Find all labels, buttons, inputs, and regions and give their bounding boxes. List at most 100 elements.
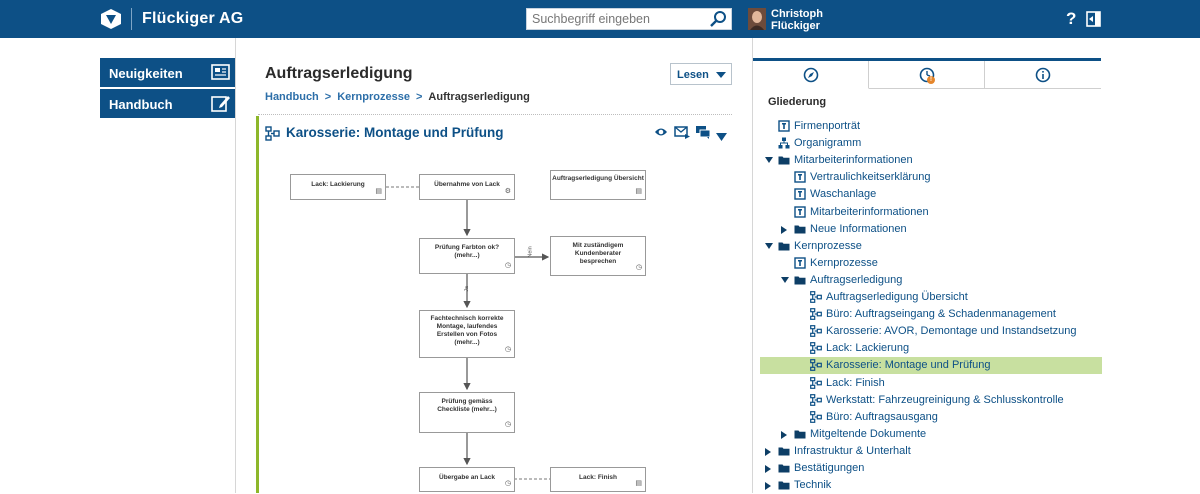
- user-name[interactable]: Christoph Flückiger: [771, 8, 823, 32]
- tree-item[interactable]: Technik: [760, 477, 1102, 494]
- help-icon[interactable]: ?: [1066, 9, 1077, 28]
- breadcrumb-handbuch[interactable]: Handbuch: [265, 91, 319, 103]
- chevron-down-icon[interactable]: [716, 128, 727, 146]
- tab-navigation[interactable]: [753, 61, 869, 89]
- diagram-box-pruefung[interactable]: Prüfung Farbton ok? (mehr...) ◷: [419, 238, 515, 274]
- diagram-box-text: Fachtechnisch korrekte Montage, laufende…: [430, 315, 504, 346]
- tree-item-label: Büro: Auftragseingang & Schadenmanagemen…: [826, 308, 1056, 321]
- tree-item[interactable]: Neue Informationen: [760, 221, 1102, 238]
- top-header: Flückiger AG Christoph Flückiger ?: [0, 0, 1200, 38]
- tree-item[interactable]: Organigramm: [760, 135, 1102, 152]
- gear-icon: ⚙: [504, 188, 511, 195]
- tree-item[interactable]: Kernprozesse: [760, 238, 1102, 255]
- search-box: [526, 8, 732, 30]
- search-input[interactable]: [532, 11, 702, 27]
- nav-handbuch[interactable]: Handbuch: [100, 89, 235, 118]
- process-icon: [810, 376, 822, 389]
- caret-down-icon[interactable]: [765, 157, 773, 164]
- tree-item[interactable]: Auftragserledigung: [760, 272, 1102, 289]
- process-icon: [810, 325, 822, 338]
- diagram-box-lack-finish[interactable]: Lack: Finish ▤: [550, 467, 646, 492]
- tree-item[interactable]: Lack: Finish: [760, 375, 1102, 392]
- header-divider: [131, 8, 132, 30]
- tree-item[interactable]: Bestätigungen: [760, 460, 1102, 477]
- tree-item[interactable]: Waschanlage: [760, 186, 1102, 203]
- tree-item[interactable]: Kernprozesse: [760, 255, 1102, 272]
- process-icon: [810, 359, 822, 372]
- tree-item[interactable]: Vertraulichkeitserklärung: [760, 169, 1102, 186]
- user-first-name: Christoph: [771, 8, 823, 20]
- caret-down-icon[interactable]: [781, 276, 789, 283]
- section-title: Gliederung: [768, 96, 827, 108]
- nav-divider: [235, 38, 236, 493]
- tree-item-label: Kernprozesse: [810, 256, 878, 269]
- tree-item-label: Lack: Lackierung: [826, 342, 910, 355]
- tree-item[interactable]: Mitarbeiterinformationen: [760, 152, 1102, 169]
- comments-icon[interactable]: [695, 125, 711, 144]
- tree-item-label: Lack: Finish: [826, 376, 885, 389]
- tree-item[interactable]: Auftragserledigung Übersicht: [760, 289, 1102, 306]
- logo-icon[interactable]: [100, 9, 122, 29]
- company-name[interactable]: Flückiger AG: [142, 10, 244, 27]
- tree-item-label: Karosserie: Montage und Prüfung: [826, 359, 991, 372]
- search-icon[interactable]: [709, 10, 729, 28]
- tree-item[interactable]: Firmenporträt: [760, 118, 1102, 135]
- tree-item-label: Mitgeltende Dokumente: [810, 427, 927, 440]
- eye-icon[interactable]: [654, 125, 668, 144]
- org-chart-icon: [778, 137, 790, 149]
- caret-right-icon[interactable]: [765, 465, 771, 473]
- diagram-box-lack-lackierung[interactable]: Lack: Lackierung ▤: [290, 174, 386, 200]
- tree-item[interactable]: Büro: Auftragsausgang: [760, 409, 1102, 426]
- logout-icon[interactable]: [1086, 11, 1101, 27]
- diagram-box-uebernahme[interactable]: Übernahme von Lack ⚙: [419, 174, 515, 200]
- nav-label: Neuigkeiten: [109, 66, 183, 81]
- mode-select[interactable]: Lesen: [670, 63, 732, 85]
- caret-right-icon[interactable]: [765, 482, 771, 491]
- label-ja: Ja: [463, 286, 470, 292]
- diagram-box-fachtechnisch[interactable]: Fachtechnisch korrekte Montage, laufende…: [419, 310, 515, 358]
- clock-icon: ◷: [504, 262, 511, 269]
- caret-right-icon[interactable]: [765, 447, 771, 456]
- breadcrumb-current: Auftragserledigung: [428, 91, 530, 103]
- tree-item[interactable]: Infrastruktur & Unterhalt: [760, 443, 1102, 460]
- caret-right-icon[interactable]: [781, 225, 787, 234]
- process-icon: [810, 308, 822, 320]
- info-icon: [1035, 67, 1051, 83]
- nav-neuigkeiten[interactable]: Neuigkeiten: [100, 58, 235, 87]
- tree-item[interactable]: Mitarbeiterinformationen: [760, 204, 1102, 221]
- tree-item-label: Kernprozesse: [794, 239, 862, 252]
- mail-forward-icon[interactable]: [674, 125, 690, 144]
- tab-history[interactable]: !: [869, 61, 985, 89]
- avatar[interactable]: [748, 8, 766, 30]
- tree-item-label: Auftragserledigung: [810, 273, 903, 286]
- clock-icon: ◷: [635, 264, 642, 271]
- tree-item-label: Mitarbeiterinformationen: [794, 154, 913, 167]
- tree-item-label: Infrastruktur & Unterhalt: [794, 444, 911, 457]
- tree-item[interactable]: Karosserie: AVOR, Demontage und Instands…: [760, 323, 1102, 340]
- diagram-box-uebergabe[interactable]: Übergabe an Lack ◷: [419, 467, 515, 492]
- diagram-box-uebersicht[interactable]: Auftragserledigung Übersicht ▤: [550, 170, 646, 200]
- tree-item[interactable]: Karosserie: Montage und Prüfung: [760, 357, 1102, 375]
- newspaper-icon: [211, 64, 230, 80]
- breadcrumb: Handbuch>Kernprozesse>Auftragserledigung: [265, 91, 530, 103]
- clock-icon: ◷: [504, 346, 511, 353]
- tree-item[interactable]: Mitgeltende Dokumente: [760, 426, 1102, 443]
- tree-item[interactable]: Büro: Auftragseingang & Schadenmanagemen…: [760, 306, 1102, 323]
- caret-right-icon[interactable]: [781, 430, 787, 439]
- diagram-box-checkliste[interactable]: Prüfung gemäss Checkliste (mehr...) ◷: [419, 392, 515, 433]
- diagram-box-kundenberater[interactable]: Mit zuständigem Kundenberater besprechen…: [550, 236, 646, 276]
- diagram-box-text: Auftragserledigung Übersicht: [552, 175, 644, 182]
- caret-down-icon[interactable]: [765, 242, 773, 249]
- folder-icon: [778, 154, 790, 166]
- folder-icon: [778, 240, 790, 252]
- tree-item[interactable]: Werkstatt: Fahrzeugreinigung & Schlussko…: [760, 392, 1102, 409]
- tab-info[interactable]: [985, 61, 1101, 89]
- process-icon: [810, 393, 822, 406]
- diagram-connectors: [386, 186, 550, 480]
- tab-badge: !: [930, 77, 932, 83]
- document-icon: [794, 205, 806, 218]
- edit-icon: [211, 96, 230, 112]
- diagram-box-text: Mit zuständigem Kundenberater besprechen: [572, 242, 624, 265]
- breadcrumb-kernprozesse[interactable]: Kernprozesse: [337, 91, 410, 103]
- tree-item[interactable]: Lack: Lackierung: [760, 340, 1102, 357]
